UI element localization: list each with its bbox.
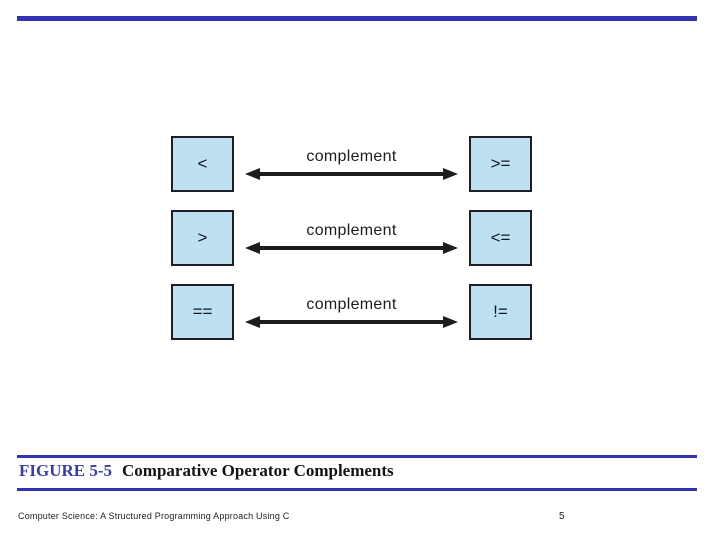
operator-text: >=: [490, 154, 511, 173]
arrow-head-right-icon: [443, 315, 458, 328]
diagram-row: < complement >=: [171, 136, 532, 192]
operator-text: >: [197, 228, 208, 247]
arrow-head-left-icon: [245, 315, 260, 328]
arrow-shaft: [253, 319, 450, 324]
arrow-shaft: [253, 171, 450, 176]
arrow-head-left-icon: [245, 241, 260, 254]
arrow-label: complement: [306, 295, 397, 313]
operator-text: <=: [490, 228, 511, 247]
footer-book-title: Computer Science: A Structured Programmi…: [18, 511, 290, 521]
operator-box-right: !=: [469, 284, 532, 340]
diagram-row: > complement <=: [171, 210, 532, 266]
page-number: 5: [559, 511, 565, 522]
complement-arrow-group: complement: [245, 295, 458, 328]
operator-complement-diagram: < complement >= > complement: [171, 136, 532, 358]
diagram-row: == complement !=: [171, 284, 532, 340]
operator-text: ==: [192, 302, 213, 321]
operator-box-left: <: [171, 136, 234, 192]
operator-text: <: [197, 154, 208, 173]
top-accent-bar: [17, 16, 697, 21]
double-headed-arrow-icon: [245, 167, 458, 180]
arrow-head-right-icon: [443, 167, 458, 180]
figure-caption: FIGURE 5-5 Comparative Operator Complemen…: [19, 461, 394, 481]
complement-arrow-group: complement: [245, 221, 458, 254]
figure-number: FIGURE 5-5: [19, 461, 113, 480]
double-headed-arrow-icon: [245, 241, 458, 254]
arrow-head-right-icon: [443, 241, 458, 254]
arrow-head-left-icon: [245, 167, 260, 180]
arrow-label: complement: [306, 147, 397, 165]
double-headed-arrow-icon: [245, 315, 458, 328]
caption-rule-top: [17, 455, 697, 458]
complement-arrow-group: complement: [245, 147, 458, 180]
caption-rule-bottom: [17, 488, 697, 491]
operator-box-left: >: [171, 210, 234, 266]
figure-title: Comparative Operator Complements: [122, 461, 394, 480]
operator-box-right: <=: [469, 210, 532, 266]
arrow-shaft: [253, 245, 450, 250]
operator-box-right: >=: [469, 136, 532, 192]
operator-text: !=: [493, 302, 508, 321]
operator-box-left: ==: [171, 284, 234, 340]
arrow-label: complement: [306, 221, 397, 239]
